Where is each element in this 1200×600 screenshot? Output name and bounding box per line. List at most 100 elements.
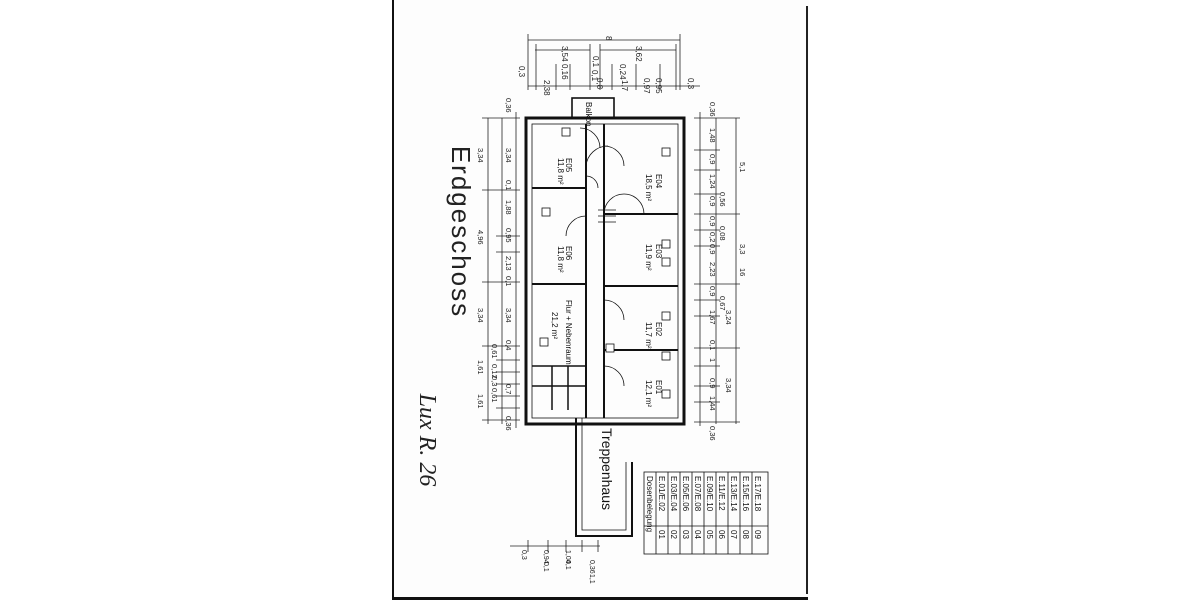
dim-bottom-6: 0,3 [520,550,527,560]
dim-bottom-4: 0,94 [542,550,549,564]
table-cell-val: E.15/E.16 [741,476,750,512]
dim-right-15: 0,67 [718,296,727,311]
dim-right-22: 3,34 [724,378,733,393]
outlet-table [643,471,769,555]
room-label-e01: E01 [654,380,663,395]
dim-top-e: 2,38 [542,80,551,96]
table-cell-val: E.13/E.14 [729,476,738,512]
dim-left-0: 0,36 [504,98,513,113]
room-area-e02: 11,7 m² [644,322,653,349]
dim-left-7: 2,13 [504,256,513,271]
outlet-markers [539,127,671,399]
dim-right-3: 1,24 [708,174,717,189]
dim-bottom-1: 1,1 [588,574,595,584]
dim-left-5: 1,88 [504,200,513,215]
outlet-marker [539,337,549,347]
top-dimension-chain [527,34,700,90]
table-cell-num: 04 [693,530,702,539]
dim-left-19: 0,36 [504,416,513,431]
balcony-label: Balkon [584,102,593,126]
dim-top-i: 0,95 [654,78,663,94]
dim-left-16: 1,61 [476,394,485,409]
dim-bottom-0: 0,36 [588,560,595,574]
dim-left-3: 0,1 [504,180,513,190]
dim-right-19: 1 [708,358,717,362]
table-cell-val: E.01/E.02 [657,476,666,512]
dim-left-10: 3,34 [504,308,513,323]
room-area-e03: 11,9 m² [644,244,653,271]
table-cell-val: E.07/E.08 [693,476,702,512]
dim-left-11: 1,61 [476,360,485,375]
room-area-flur: 21,2 m² [550,312,559,339]
dim-right-23: 0,36 [708,426,717,441]
dim-left-8: 0,1 [504,276,513,286]
room-area-e05: 11,8 m² [556,158,565,185]
dim-top-c: 0,24 [618,64,627,80]
table-cell-val: E.05/E.06 [681,476,690,512]
building-walls [524,97,686,537]
dim-left-6: 0,95 [504,228,513,243]
room-area-e04: 18,5 m² [644,174,653,201]
outlet-marker [541,207,551,217]
dim-right-13: 0,9 [708,286,717,296]
dim-right-6: 0,56 [718,192,727,207]
outlet-marker [661,147,671,157]
dim-top-f: 0,8 [595,78,604,90]
table-cell-num: 07 [729,530,738,539]
outlet-marker [661,239,671,249]
room-label-flur: Flur + Nebenraum [564,300,573,365]
dim-left-12: 0,61 [490,344,499,359]
dim-left-4: 4,96 [476,230,485,245]
dim-top-j: 0,3 [686,78,695,90]
dim-left-15: 0,3 [490,376,499,386]
dim-right-5: 5,1 [738,162,747,172]
outlet-marker [661,351,671,361]
outlet-marker [661,389,671,399]
sheet-edge [806,6,808,594]
outlet-marker [561,127,571,137]
bottom-dimension-chain [510,540,600,552]
dim-right-7: 0,9 [708,216,717,226]
table-cell-num: 05 [705,530,714,539]
outlet-marker [661,311,671,321]
dim-right-1: 1,48 [708,128,717,143]
dim-top-total: 8 [604,36,613,41]
dim-top-h: 0,97 [642,78,651,94]
dim-right-11: 3,3 [738,244,747,254]
room-area-e06: 11,8 m² [556,246,565,273]
left-dimension-chain [482,112,520,428]
dim-left-14: 0,4 [504,340,513,350]
room-label-e02: E02 [654,322,663,337]
table-header: Dosenbelegung [645,476,654,532]
table-cell-num: 02 [669,530,678,539]
dim-right-21: 1,44 [708,396,717,411]
dim-bottom-3: 0,1 [564,560,571,570]
drawing-sheet [392,0,809,600]
dim-right-16: 1,67 [708,310,717,325]
dim-right-8: 0,2 [708,232,717,242]
stairwell-label: Treppenhaus [599,428,615,510]
room-area-e01: 12,1 m² [644,380,653,407]
room-label-e04: E04 [654,174,663,189]
table-cell-val: E.03/E.04 [669,476,678,512]
dim-right-20: 0,9 [708,378,717,388]
dim-top-a: 0,16 [560,64,569,80]
dim-left-1: 3,34 [476,148,485,163]
dim-left-13: 0,12 [490,364,499,379]
right-dimension-chain [694,112,740,426]
dim-right-14: 16 [738,268,747,276]
room-label-e05: E05 [564,158,573,173]
dim-left-18: 0,7 [504,384,513,394]
outlet-marker [661,257,671,267]
dim-top-left: 3,54 [560,46,569,62]
dim-top-right: 3,62 [634,46,643,62]
sheet-edge-bottom [392,597,808,600]
dim-right-2: 0,9 [708,154,717,164]
dim-top-d: 0,3 [517,66,526,78]
table-cell-num: 08 [741,530,750,539]
table-cell-val: E.09/E.10 [705,476,714,512]
table-cell-num: 09 [753,530,762,539]
table-cell-val: E.11/E.12 [717,476,726,511]
dim-right-4: 0,9 [708,196,717,206]
